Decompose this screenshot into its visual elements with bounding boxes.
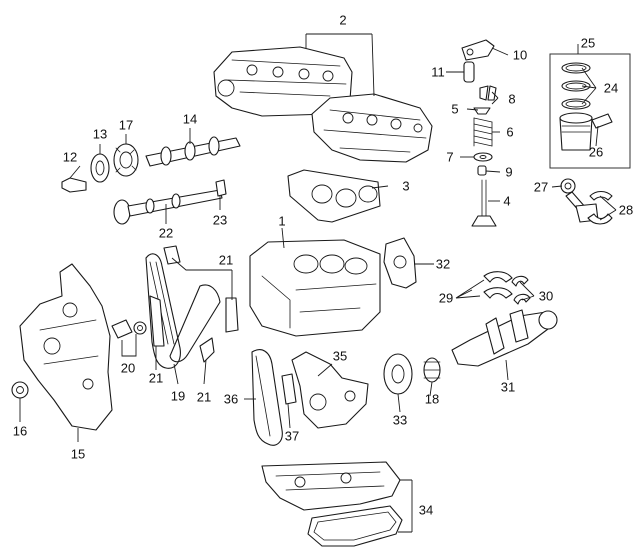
piston-pin — [591, 113, 613, 129]
rod-bearings — [587, 190, 613, 225]
crank-sprocket — [423, 357, 441, 383]
callout-23: 23 — [213, 213, 227, 228]
callout-30: 30 — [539, 289, 553, 304]
crankshaft — [451, 309, 558, 367]
oil-pan — [261, 461, 401, 511]
callout-16: 16 — [13, 424, 27, 439]
engine-valve — [471, 179, 497, 227]
callout-15: 15 — [71, 447, 85, 462]
callout-25: 25 — [581, 36, 595, 51]
timing-cover — [19, 263, 113, 431]
callout-14: 14 — [183, 112, 197, 127]
callout-20: 20 — [121, 361, 135, 376]
valve-spring — [473, 117, 493, 147]
camshaft-seal — [90, 153, 110, 183]
callout-3: 3 — [402, 179, 409, 194]
valve-keepers — [479, 85, 497, 101]
chain-guide-c — [225, 297, 239, 333]
callout-7: 7 — [446, 150, 453, 165]
callout-5: 5 — [451, 102, 458, 117]
callout-37: 37 — [285, 429, 299, 444]
callout-12: 12 — [63, 150, 77, 165]
callout-34: 34 — [419, 503, 433, 518]
oil-pan-gasket — [307, 505, 403, 547]
main-bearings-upper — [483, 271, 513, 299]
callout-31: 31 — [501, 380, 515, 395]
callout-4: 4 — [503, 194, 510, 209]
rocker-arm — [461, 39, 495, 61]
chain-guide-a — [163, 245, 181, 265]
callout-22: 22 — [159, 226, 173, 241]
main-bearings-lower — [511, 275, 531, 305]
callout-11: 11 — [431, 65, 445, 80]
piston-rings — [561, 62, 591, 110]
valve-spring-retainer — [473, 107, 491, 115]
lash-adjuster — [463, 61, 475, 83]
callout-24: 24 — [604, 81, 618, 96]
callout-36: 36 — [224, 392, 238, 407]
rear-cover — [383, 237, 417, 289]
callout-19: 19 — [171, 389, 185, 404]
head-gasket — [287, 169, 381, 223]
oil-pump — [291, 351, 369, 429]
front-crank-seal — [11, 381, 29, 399]
callout-32: 32 — [436, 257, 450, 272]
callout-21-lower: 21 — [197, 390, 211, 405]
callout-1: 1 — [278, 214, 285, 229]
intake-camshaft — [145, 136, 241, 167]
callout-27: 27 — [534, 180, 548, 195]
exhaust-camshaft — [113, 189, 223, 225]
chain-tensioner — [111, 319, 147, 339]
valve-spring-seat — [473, 152, 493, 162]
callout-17: 17 — [119, 118, 133, 133]
callout-26: 26 — [589, 145, 603, 160]
sprocket-bolt — [61, 177, 87, 193]
callout-6: 6 — [506, 125, 513, 140]
callout-2: 2 — [339, 13, 346, 28]
cylinder-head-right — [311, 93, 433, 163]
callout-18: 18 — [425, 392, 439, 407]
oil-pump-chain — [251, 349, 283, 446]
callout-29: 29 — [439, 291, 453, 306]
chain-guide-d — [199, 337, 215, 363]
callout-8: 8 — [508, 92, 515, 107]
leader-lines — [19, 33, 617, 533]
camshaft-sensor — [215, 179, 227, 197]
callout-28: 28 — [619, 203, 633, 218]
callout-9: 9 — [505, 165, 512, 180]
chain-guide-b — [149, 295, 165, 347]
callout-35: 35 — [333, 349, 347, 364]
callout-10: 10 — [513, 48, 527, 63]
callout-labels: 1 2 3 4 5 6 7 8 9 10 11 12 13 14 15 16 1… — [13, 13, 633, 518]
valve-stem-seal — [477, 165, 487, 176]
piston-group-frame — [549, 53, 631, 169]
callout-13: 13 — [93, 127, 107, 142]
piston — [559, 112, 593, 151]
crank-pulley — [383, 353, 413, 395]
engine-block — [249, 239, 381, 337]
camshaft-adjuster — [113, 143, 139, 177]
callout-21-left: 21 — [149, 371, 163, 386]
callout-33: 33 — [393, 413, 407, 428]
oil-pump-chain-guide — [281, 373, 297, 405]
callout-21-top: 21 — [219, 253, 233, 268]
